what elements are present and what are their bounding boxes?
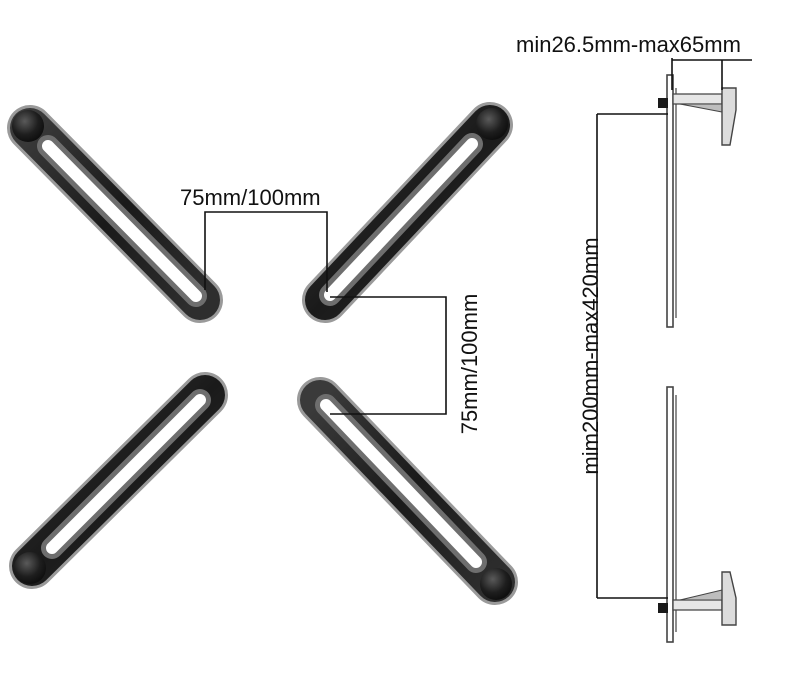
height-dimension xyxy=(596,113,668,599)
depth-dimension xyxy=(671,58,752,90)
bracket-arm-top-right xyxy=(302,102,513,323)
height-range-label: mim200mm-max420mm xyxy=(578,237,603,474)
mounting-knob xyxy=(476,108,508,140)
bracket-arm-top-left xyxy=(7,105,223,323)
mounting-knob xyxy=(480,568,512,600)
mounting-knob xyxy=(14,552,46,584)
bracket-arm-bottom-right xyxy=(297,377,518,605)
top-clamp xyxy=(658,87,737,146)
mounting-knob xyxy=(12,110,44,142)
horizontal-spacing-dimension xyxy=(204,211,328,292)
bottom-clamp xyxy=(658,571,737,626)
vertical-spacing-label: 75mm/100mm xyxy=(457,294,482,435)
vertical-spacing-dimension xyxy=(330,296,447,415)
depth-range-label: min26.5mm-max65mm xyxy=(516,32,741,57)
horizontal-spacing-label: 75mm/100mm xyxy=(180,185,321,210)
side-profile-view xyxy=(658,74,737,643)
bracket-arm-bottom-left xyxy=(9,372,228,589)
